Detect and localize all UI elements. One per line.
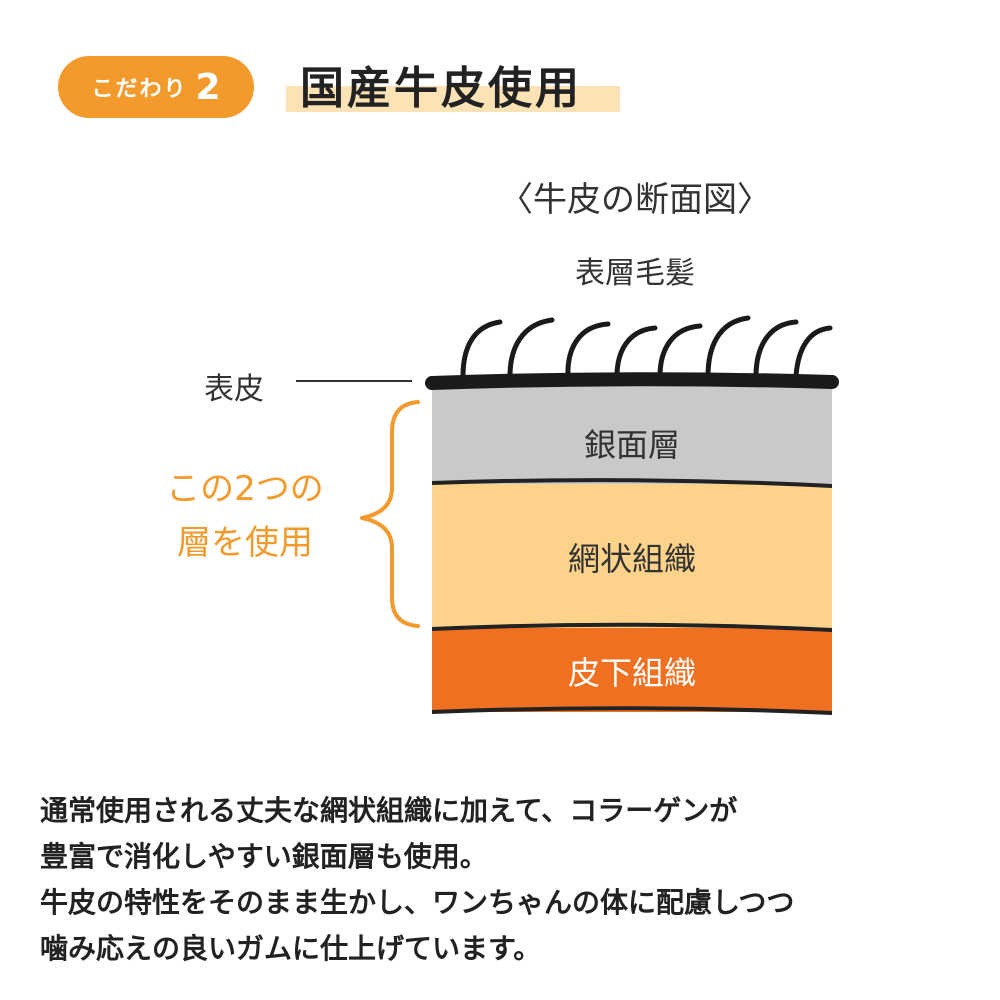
- layer-boundary-line: [431, 706, 833, 715]
- kodawari-badge: こだわり 2: [58, 56, 254, 118]
- hair-strands: [460, 315, 833, 379]
- hair-strand: [507, 317, 555, 379]
- hair-strand: [705, 315, 751, 379]
- layer-label-reticular: 網状組織: [567, 540, 696, 578]
- side-note-line: 層を使用: [177, 523, 313, 563]
- description-line: 噛み応えの良いガムに仕上げています。: [40, 932, 542, 965]
- description-line: 豊富で消化しやすい銀面層も使用。: [40, 840, 488, 873]
- description: 通常使用される丈夫な網状組織に加えて、コラーゲンが 豊富で消化しやすい銀面層も使…: [40, 788, 980, 972]
- description-line: 通常使用される丈夫な網状組織に加えて、コラーゲンが: [40, 794, 738, 827]
- description-line: 牛皮の特性をそのまま生かし、ワンちゃんの体に配慮しつつ: [40, 886, 795, 919]
- curly-brace: [360, 400, 420, 628]
- epidermis-label: 表皮: [204, 372, 264, 407]
- title-highlight: [286, 86, 620, 112]
- epidermis-line: [425, 372, 839, 390]
- hair-strand: [460, 319, 503, 379]
- subcutaneous-layer: [432, 628, 832, 712]
- layer-boundary-line: [431, 478, 833, 488]
- hair-label: 表層毛髪: [575, 256, 695, 291]
- hair-strand: [657, 323, 703, 379]
- badge-number: 2: [195, 66, 221, 108]
- side-note: この2つの 層を使用: [150, 462, 340, 570]
- hair-strand: [793, 325, 833, 379]
- hair-strand: [614, 325, 658, 379]
- badge-text: こだわり: [91, 77, 188, 102]
- reticular-layer: [432, 484, 832, 628]
- silver-layer: [432, 386, 832, 484]
- layer-label-silver: 銀面層: [583, 426, 680, 464]
- side-note-line: この2つの: [166, 469, 324, 509]
- layer-boundary-line: [431, 622, 833, 632]
- hair-strand: [565, 321, 611, 379]
- diagram-title: 〈牛皮の断面図〉: [499, 180, 771, 220]
- page-title: 国産牛皮使用: [300, 63, 582, 114]
- layer-label-subcutaneous: 皮下組織: [567, 654, 696, 692]
- hair-strand: [753, 319, 799, 379]
